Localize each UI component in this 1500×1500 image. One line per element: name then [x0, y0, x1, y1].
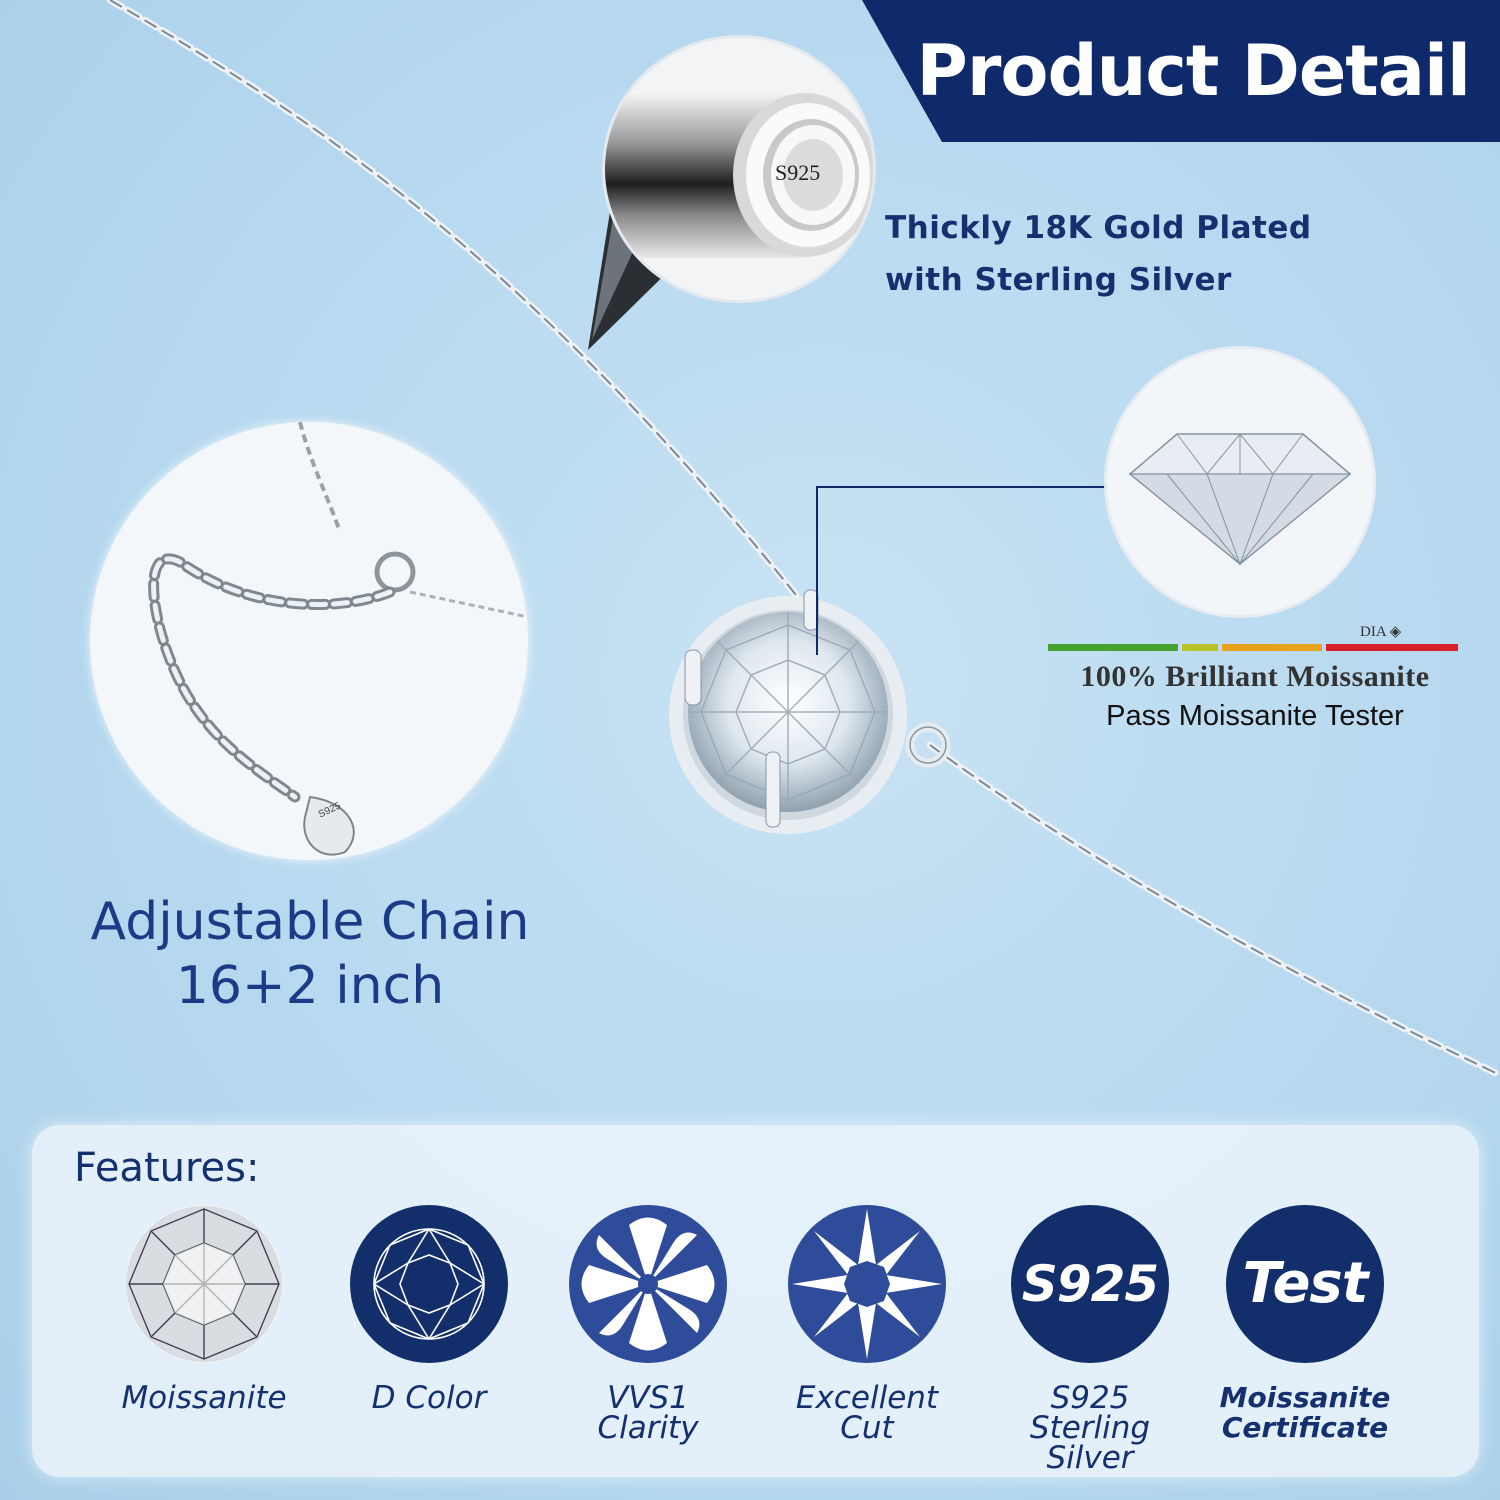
feature-label: D Color — [371, 1380, 487, 1416]
s925-badge-icon: S925 — [1011, 1205, 1169, 1363]
s925-badge-text: S925 — [1021, 1255, 1159, 1313]
chain-line-2: 16+2 inch — [175, 956, 445, 1016]
feature-label-line-1: Excellent — [795, 1380, 939, 1416]
feature-moissanite: Moissanite — [99, 1205, 309, 1416]
plating-line-2: with Sterling Silver — [885, 262, 1232, 298]
feature-label-line-2: Cut — [840, 1410, 894, 1446]
diamond-outline-icon: ◈ — [1389, 624, 1402, 640]
tester-claim: Pass Moissanite Tester — [1106, 700, 1404, 732]
s925-stamp: S925 — [775, 160, 821, 185]
chain-line-1: Adjustable Chain — [90, 892, 530, 952]
page-title: Product Detail — [916, 30, 1471, 112]
plating-callout-text: Thickly 18K Gold Plated with Sterling Si… — [885, 202, 1312, 306]
feature-label-line-2: Clarity — [597, 1410, 699, 1446]
feature-label: VVS1 Clarity — [543, 1380, 753, 1446]
tester-gauge — [1048, 644, 1458, 651]
feature-label-line-2: Sterling Silver — [1029, 1410, 1151, 1476]
chain-extender-closeup: S925 — [90, 422, 528, 860]
feature-d-color: D Color — [324, 1205, 534, 1416]
feature-label-line-1: Moissanite — [1219, 1381, 1391, 1414]
banner-background — [862, 0, 1500, 142]
feature-label: S925 Sterling Silver — [985, 1380, 1195, 1476]
star-cut-icon — [788, 1205, 946, 1363]
feature-s925: S925 S925 Sterling Silver — [985, 1205, 1195, 1476]
feature-vvs1-clarity: VVS1 Clarity — [543, 1205, 753, 1446]
feature-label: Excellent Cut — [762, 1380, 972, 1446]
diamond-top-icon — [125, 1205, 283, 1363]
stone-closeup — [1107, 349, 1373, 615]
dia-text: DIA — [1360, 624, 1386, 640]
test-badge-text: Test — [1242, 1251, 1368, 1316]
moissanite-claim: 100% Brilliant Moissanite — [1080, 660, 1430, 693]
chain-closeup-magnifier: S925 — [605, 38, 873, 300]
feature-excellent-cut: Excellent Cut — [762, 1205, 972, 1446]
feature-label-line-2: Certificate — [1221, 1411, 1389, 1444]
feature-label: Moissanite — [121, 1380, 287, 1416]
feature-label-line-1: S925 — [1050, 1380, 1130, 1416]
color-facet-icon — [350, 1205, 508, 1363]
feature-test: Test Moissanite Certificate — [1200, 1205, 1410, 1443]
feature-label: Moissanite Certificate — [1200, 1383, 1410, 1443]
test-badge-icon: Test — [1226, 1205, 1384, 1363]
feature-label-line-1: VVS1 — [607, 1380, 689, 1416]
features-panel: Features: Moissanite — [32, 1125, 1479, 1477]
plating-line-1: Thickly 18K Gold Plated — [885, 210, 1312, 246]
hearts-clarity-icon — [569, 1205, 727, 1363]
features-title: Features: — [74, 1145, 260, 1191]
chain-callout-text: Adjustable Chain 16+2 inch — [60, 890, 560, 1018]
dia-brand-label: DIA ◈ — [1360, 622, 1401, 641]
